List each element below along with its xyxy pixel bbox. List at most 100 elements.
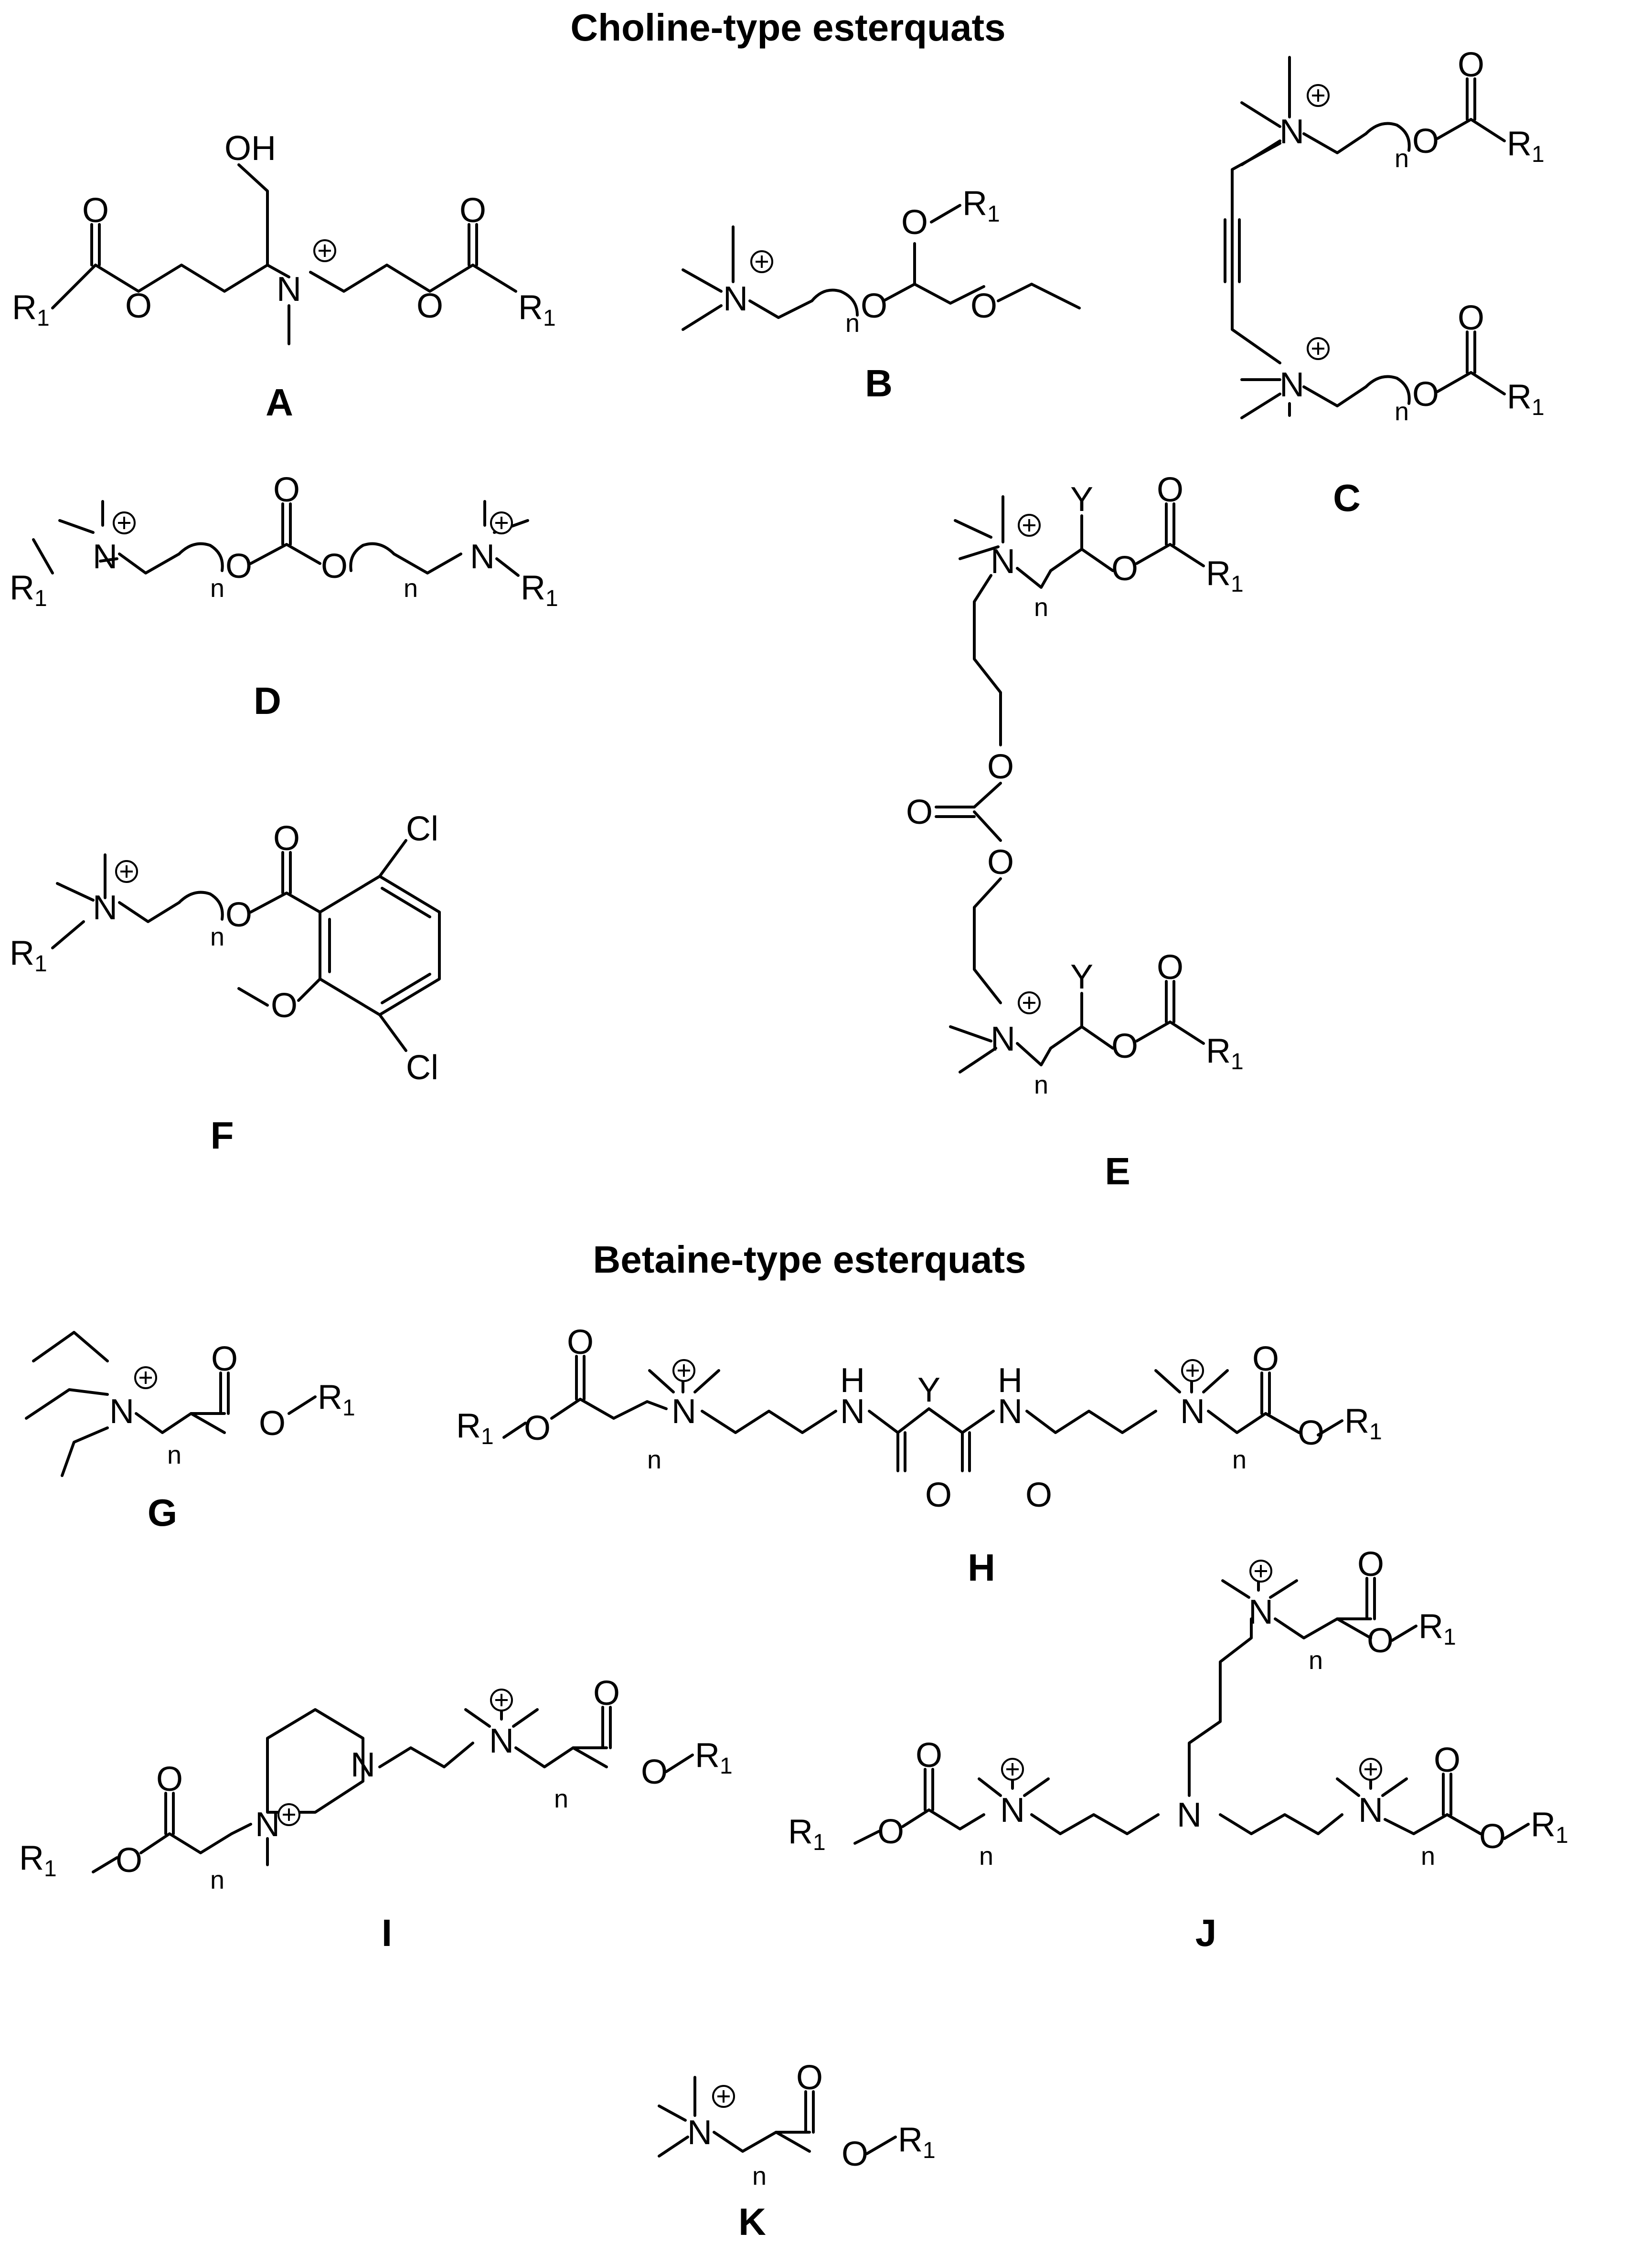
o-carbonyl-d: O: [273, 471, 300, 509]
oh-label: OH: [224, 129, 276, 168]
o-ester-h1: O: [524, 1409, 551, 1447]
n-index-i1: n: [210, 1866, 224, 1894]
n-atom-f: N: [93, 889, 117, 927]
n-atom-e1: N: [991, 542, 1015, 581]
n-index-h2: n: [1232, 1446, 1247, 1474]
n-atom-e2: N: [991, 1020, 1015, 1058]
n-index-e1: n: [1034, 593, 1048, 622]
o-ester-j1: O: [877, 1813, 904, 1851]
r1-j-left: R1: [788, 1813, 826, 1855]
n-amide-h2: N: [998, 1393, 1023, 1431]
n-index-j1: n: [979, 1842, 993, 1871]
y-e2: Y: [1070, 958, 1093, 996]
r1-c2: R1: [1507, 378, 1545, 420]
n-atom-h1: N: [671, 1393, 696, 1431]
label-k: K: [738, 2200, 766, 2243]
n-atom-j2: N: [1358, 1791, 1383, 1829]
o-carbonate-e1: O: [987, 748, 1014, 786]
o-ester-a2: O: [416, 287, 443, 325]
o-b3: O: [970, 287, 997, 325]
n-index-d2: n: [404, 574, 418, 603]
n-atom-k: N: [687, 2114, 712, 2152]
o-carbonyl-e2: O: [1157, 948, 1183, 987]
n-index-j2: n: [1421, 1842, 1435, 1871]
r1-g: R1: [318, 1378, 355, 1421]
structure-j: R1 O O n N N N n O O R1 N n O O R1 J: [788, 1545, 1568, 1954]
n-atom-g: N: [109, 1393, 134, 1431]
n-atom-i-ring1: N: [255, 1806, 280, 1844]
o-carbonyl-c2: O: [1458, 299, 1484, 337]
o-b2: O: [901, 203, 928, 242]
n-amide-h1: N: [840, 1393, 865, 1431]
o-ester-i1: O: [116, 1841, 142, 1880]
n-atom-d1: N: [93, 538, 117, 576]
n-atom-j1: N: [1000, 1791, 1025, 1829]
o-carbonyl-f: O: [273, 819, 300, 858]
label-a: A: [266, 381, 293, 424]
o-ester-h2: O: [1298, 1414, 1324, 1452]
o-methoxy-f: O: [271, 987, 298, 1025]
structure-h: R1 O O n N H N O Y O H N N n O O R1 H: [456, 1323, 1382, 1589]
n-atom-a: N: [277, 270, 301, 308]
o-ester-j3: O: [1367, 1622, 1394, 1660]
r1-k: R1: [898, 2121, 936, 2163]
structure-f: R1 N n O O Cl Cl O F: [10, 810, 441, 1157]
o-ester-j2: O: [1479, 1818, 1506, 1856]
o-carbonyl-e1: O: [1157, 471, 1183, 509]
label-g: G: [148, 1491, 177, 1534]
label-i: I: [382, 1912, 392, 1954]
r1-h-left: R1: [456, 1407, 494, 1449]
r1-a-left: R1: [12, 288, 50, 331]
r1-e1: R1: [1206, 554, 1244, 597]
o-carbonyl-a1: O: [82, 191, 109, 230]
label-f: F: [211, 1114, 234, 1157]
heading-betaine-type: Betaine-type esterquats: [593, 1238, 1026, 1281]
label-c: C: [1333, 477, 1361, 519]
n-atom-i3: N: [489, 1722, 514, 1760]
o-carbonyl-c1: O: [1458, 46, 1484, 84]
o-b1: O: [861, 287, 887, 325]
structure-i: R1 O O n N N N n O O R1 I: [19, 1674, 733, 1954]
r1-i-right: R1: [695, 1736, 733, 1779]
label-b: B: [865, 362, 893, 404]
n-atom-d2: N: [470, 538, 495, 576]
o-ester-c2: O: [1412, 375, 1439, 414]
n-atom-c2: N: [1279, 366, 1304, 404]
n-index-k: n: [752, 2162, 767, 2190]
o-ester-g: O: [259, 1404, 286, 1443]
structure-g: N n O O R1 G: [25, 1331, 355, 1534]
r1-h-right: R1: [1344, 1402, 1382, 1445]
o-carbonyl-j3: O: [1357, 1545, 1384, 1584]
label-d: D: [254, 680, 281, 722]
n-index-g: n: [167, 1441, 181, 1469]
o-ester-k: O: [842, 2135, 868, 2173]
o-ester-i2: O: [641, 1753, 668, 1791]
r1-e2: R1: [1206, 1032, 1244, 1074]
o-carbonyl-j1: O: [916, 1736, 942, 1775]
n-index-f: n: [210, 923, 224, 951]
structure-a: OH O O N O O R1 R1 A: [12, 129, 556, 424]
structure-c: N n O O R1 N n O O R1 C: [1224, 46, 1545, 519]
n-index-b: n: [845, 309, 860, 338]
n-atom-b: N: [723, 280, 748, 318]
o-carbonyl-h2: O: [1252, 1340, 1279, 1378]
o-carbonyl-k: O: [796, 2059, 823, 2097]
n-index-d1: n: [210, 574, 224, 603]
o-carbonyl-i2: O: [593, 1674, 620, 1712]
o-carbonyl-h1: O: [567, 1323, 594, 1361]
n-index-e2: n: [1034, 1071, 1048, 1099]
r1-d-right: R1: [521, 569, 558, 611]
structure-d: R1 N n O O O n N R1 D: [10, 471, 558, 722]
n-index-j3: n: [1309, 1646, 1323, 1675]
o-carbonyl-j2: O: [1434, 1741, 1460, 1779]
o-carbonate-e3: O: [987, 843, 1014, 882]
structure-k: N n O O R1 K: [658, 2059, 936, 2243]
r1-d-left: R1: [10, 569, 47, 611]
heading-choline-type: Choline-type esterquats: [570, 6, 1005, 49]
n-atom-c1: N: [1279, 113, 1304, 151]
r1-i-left: R1: [19, 1839, 57, 1882]
structure-e: N n Y O O R1 O O O N n Y O O R1 E: [906, 471, 1244, 1192]
h-amide-h1: H: [840, 1361, 865, 1400]
h-amide-h2: H: [998, 1361, 1023, 1400]
